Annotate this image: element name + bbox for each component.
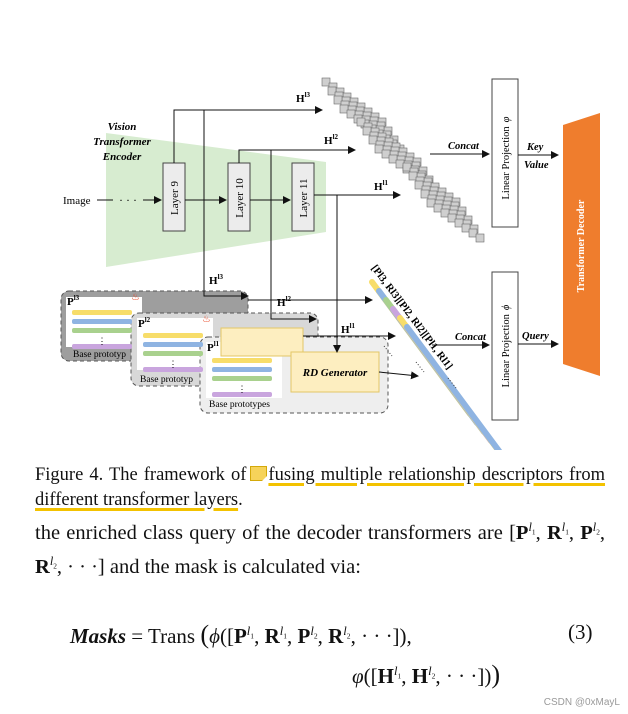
h-l2-top: Hl2 [324,133,339,147]
h-l3-bottom: Hl3 [209,273,224,287]
linear-projection-phi-label: Linear Projectionφ [501,116,512,199]
equation-3: Masks = Trans (ϕ([Pl1, Rl1, Pl2, Rl2, · … [0,612,628,692]
layer-10-label: Layer 10 [234,178,246,218]
svg-text:⋮: ⋮ [98,336,107,346]
p-l1-label: Pl1 [207,340,220,354]
svg-text:⋮: ⋮ [169,359,178,369]
linear-projection-phi-box [491,78,519,228]
figure-caption: Figure 4. The framework of fusing multip… [35,463,605,513]
h-l1-bottom: Hl1 [341,322,356,336]
linear-projection-varphi-label: Linear Projectionϕ [501,304,512,387]
layer10-to-stack2-arrow [238,146,356,163]
note-icon[interactable] [250,466,268,481]
rd-generator-label: RD Generator [302,367,368,379]
watermark: CSDN @0xMayL [543,697,620,708]
concat-bottom-label: Concat [455,332,487,343]
transformer-decoder [563,113,600,376]
caption-highlight: fusing multiple relationship descrip­tor… [35,465,606,510]
layer-9-label: Layer 9 [169,181,181,215]
rd-generator-box [290,351,380,393]
equation-line-2: φ([Hl1, Hl2, · · ·])) [352,660,501,689]
base-prototypes-l1: Base prototypes [209,400,270,410]
svg-text:⋮: ⋮ [238,384,247,394]
body-paragraph: the enriched class query of the decoder … [35,513,605,581]
base-prototypes-l3: Base prototyp [73,350,126,360]
fire-icon-l3: ♨ [131,292,140,303]
equation-line-1: Masks = Trans (ϕ([Pl1, Rl1, Pl2, Rl2, · … [70,620,412,649]
prototype-stripes: ⋮ ⋮ ⋮ [72,310,272,397]
rd-to-seq-arrow-3 [378,371,419,380]
base-prototypes-l2: Base prototyp [140,375,193,385]
feature-stack-l1 [402,162,485,243]
h-l3-top: Hl3 [296,91,311,105]
layer-11-label: Layer 11 [298,179,310,218]
layer9-to-stack3-arrow [173,106,323,163]
h-l1-top: Hl1 [374,179,389,193]
encoder-label-1: Vision [108,121,137,133]
concat-top-label: Concat [448,141,480,152]
image-label: Image [63,195,91,207]
framework-figure: Vision Transformer Encoder Image · · · L… [60,77,600,450]
linear-projection-varphi-box [491,271,519,421]
h-l2-down-arrow [270,150,317,323]
p-l3-label: Pl3 [67,294,80,308]
value-label: Value [524,160,549,171]
rd-box-back-2 [220,327,304,357]
encoder-label-2: Transformer [93,136,151,148]
caption-suffix: . [238,490,243,510]
query-label: Query [522,331,549,342]
ellipsis: · · · [119,193,137,207]
body-inline-math: [Pl1, Rl1, Pl2, Rl2, · · ·] [35,520,606,578]
encoder-label-3: Encoder [102,151,142,163]
h-l3-down-arrow [203,110,249,300]
layer-11-box [291,162,315,232]
body-text-b: and the mask is calculated via: [109,555,361,578]
fire-icon-l2: ♨ [202,314,211,325]
transformer-decoder-label: Transformer Decoder [576,199,587,292]
h-l2-bottom: Hl2 [277,295,292,309]
body-text-a: the enriched class query of the decoder … [35,521,503,544]
equation-number: (3) [568,620,593,644]
p-l2-label: Pl2 [138,316,151,330]
key-label: Key [526,142,544,153]
prototype-relation-sequence [369,279,503,450]
caption-prefix: Figure 4. The framework of [35,465,253,485]
